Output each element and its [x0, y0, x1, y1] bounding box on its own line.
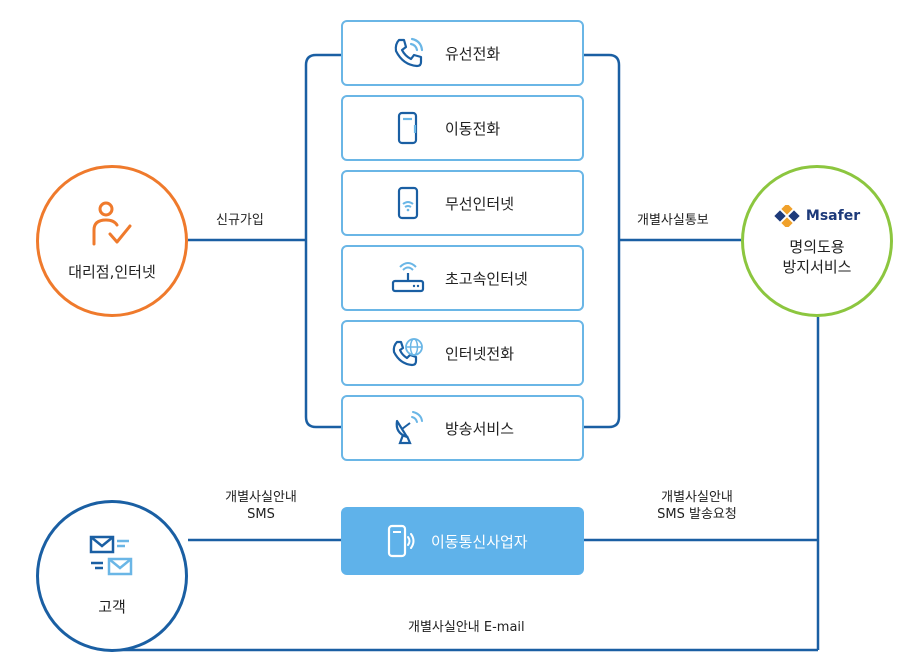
- msafer-logo: Msafer: [774, 205, 860, 227]
- router-icon: [391, 261, 425, 295]
- service-label: 방송서비스: [445, 419, 515, 438]
- msafer-label-line2: 방지서비스: [782, 258, 852, 276]
- service-label: 이동전화: [445, 119, 501, 138]
- globe-phone-icon: [391, 336, 425, 370]
- service-label: 유선전화: [445, 44, 501, 63]
- edge-label-guide-sms: 개별사실안내 SMS: [216, 489, 306, 523]
- customer-label: 고객: [98, 598, 126, 616]
- phone-wave-icon: [391, 36, 425, 70]
- msafer-logo-icon: [774, 205, 800, 227]
- service-wired-phone: 유선전화: [341, 20, 584, 86]
- edge-label-notify: 개별사실통보: [637, 213, 709, 228]
- edge-label-sms-request: 개별사실안내 SMS 발송요청: [642, 489, 752, 523]
- person-check-icon: [90, 200, 134, 254]
- agency-label: 대리점,인터넷: [68, 263, 156, 281]
- msafer-brand: Msafer: [805, 208, 861, 224]
- email-line: [110, 648, 818, 652]
- mobile-wifi-icon: [391, 186, 425, 220]
- msafer-node: Msafer 명의도용 방지서비스: [741, 165, 893, 317]
- service-wireless-internet: 무선인터넷: [341, 170, 584, 236]
- service-broadcast: 방송서비스: [341, 395, 584, 461]
- edge-label-signup: 신규가입: [216, 213, 264, 228]
- mail-icon: [87, 535, 137, 583]
- agency-node: 대리점,인터넷: [36, 165, 188, 317]
- satellite-dish-icon: [391, 411, 425, 445]
- edge-label-guide-sms-line2: SMS: [247, 507, 275, 522]
- right-bracket: [584, 53, 621, 429]
- edge-label-sms-request-line2: SMS 발송요청: [657, 507, 737, 522]
- left-bracket: [304, 53, 341, 429]
- customer-node: 고객: [36, 500, 188, 652]
- edge-label-guide-sms-line1: 개별사실안내: [225, 490, 297, 505]
- edge-label-sms-request-line1: 개별사실안내: [661, 490, 733, 505]
- service-mobile-phone: 이동전화: [341, 95, 584, 161]
- msafer-label-line1: 명의도용: [789, 238, 845, 256]
- service-internet-phone: 인터넷전화: [341, 320, 584, 386]
- mobile-phone-icon: [391, 111, 425, 145]
- edge-label-email: 개별사실안내 E-mail: [408, 620, 525, 635]
- service-broadband: 초고속인터넷: [341, 245, 584, 311]
- mobile-signal-icon: [383, 524, 417, 558]
- service-label: 초고속인터넷: [445, 269, 528, 288]
- carrier-node: 이동통신사업자: [341, 507, 584, 575]
- service-label: 무선인터넷: [445, 194, 515, 213]
- carrier-label: 이동통신사업자: [431, 532, 528, 551]
- service-label: 인터넷전화: [445, 344, 515, 363]
